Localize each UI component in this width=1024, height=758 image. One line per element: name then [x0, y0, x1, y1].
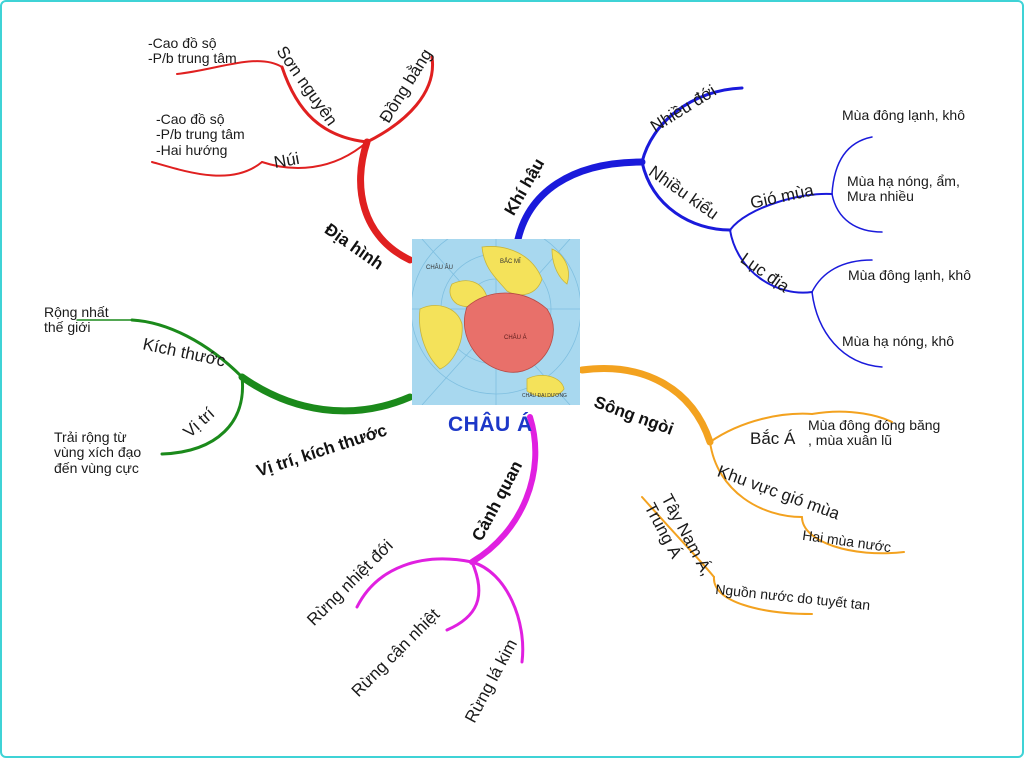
africa-shape: [419, 305, 463, 370]
map-label-chau-a: CHÂU Á: [504, 334, 527, 341]
vi-tri-trunk: [238, 373, 414, 415]
nui-notes-line: [151, 161, 263, 177]
bac-a-note-line: [811, 410, 893, 423]
luc-dia-ha-note: Mùa hạ nóng, khô: [842, 333, 955, 349]
north-america-shape: [481, 246, 543, 296]
gio-mua-dong-note: Mùa đông lạnh, khô: [842, 107, 965, 123]
gio-mua-lower: [831, 193, 883, 233]
dong-bang-arc: [365, 55, 435, 144]
bac-a-note: Mùa đông đóng băng , mùa xuân lũ: [808, 417, 941, 449]
kich-thuoc-arc: [130, 318, 244, 379]
tay-nam-a-label: Tây Nam Á, Trung Á: [640, 490, 717, 579]
world-map-illustration: CHÂU Á CHÂU ÂU BẮC MĨ CHÂU ĐẠI DƯƠNG: [412, 239, 580, 405]
rung-can-nhiet-arc: [445, 560, 481, 632]
khi-hau-trunk: [513, 158, 646, 248]
song-ngoi-trunk: [578, 365, 714, 446]
vi-tri-arc: [160, 375, 245, 456]
map-label-chau-dai-duong: CHÂU ĐẠI DƯƠNG: [522, 392, 567, 399]
gio-mua-ha-note: Mùa hạ nóng, ẩm, Mưa nhiều: [847, 173, 960, 205]
luc-dia-upper: [811, 259, 873, 293]
asia-shape: [463, 292, 554, 373]
nui-label: Núi: [272, 148, 301, 173]
branch-canh-quan-lines: [355, 414, 539, 664]
map-label-bac-mi: BẮC MĨ: [500, 257, 521, 265]
nui-notes: -Cao đồ sộ -P/b trung tâm -Hai hướng: [156, 111, 245, 158]
rung-la-kim-arc: [470, 560, 525, 664]
nui-arc: [261, 141, 368, 169]
vi-tri-note: Trải rộng từ vùng xích đạo đến vùng cực: [54, 429, 142, 476]
dia-hinh-trunk: [357, 138, 414, 264]
bac-a-arc: [709, 412, 813, 443]
son-nguyen-arc: [280, 65, 369, 144]
nhieu-doi-arc: [640, 86, 744, 164]
hai-mua-nuoc-line: [801, 516, 905, 555]
gio-mua-upper: [831, 136, 873, 195]
kich-thuoc-note: Rộng nhất thế giới: [44, 304, 109, 336]
luc-dia-arc: [729, 229, 813, 294]
son-nguyen-notes: -Cao đồ sộ -P/b trung tâm: [148, 35, 237, 67]
rung-nhiet-doi-arc: [355, 557, 474, 609]
asia-map-image: CHÂU Á CHÂU ÂU BẮC MĨ CHÂU ĐẠI DƯƠNG: [412, 239, 580, 405]
gio-mua-arc: [729, 192, 833, 231]
luc-dia-dong-note: Mùa đông lạnh, khô: [848, 267, 971, 283]
son-nguyen-notes-line: [176, 60, 283, 75]
map-label-chau-au: CHÂU ÂU: [426, 264, 453, 271]
branch-vi-tri-lines: [76, 318, 414, 456]
khu-vuc-gio-mua-arc: [709, 441, 803, 518]
branch-khi-hau-lines: [513, 86, 883, 368]
tay-nam-a-arc: [641, 496, 715, 578]
branch-dia-hinh-lines: [151, 55, 435, 264]
luc-dia-lower: [811, 291, 883, 368]
center-title: CHÂU Á: [448, 413, 533, 436]
south-america-shape: [551, 248, 569, 285]
nhieu-kieu-arc: [640, 160, 732, 232]
nguon-nuoc-line: [712, 576, 813, 615]
canh-quan-trunk: [469, 414, 539, 565]
branch-song-ngoi-lines: [578, 365, 905, 615]
bac-a-label: Bắc Á: [750, 429, 796, 448]
oceania-shape: [526, 375, 565, 398]
